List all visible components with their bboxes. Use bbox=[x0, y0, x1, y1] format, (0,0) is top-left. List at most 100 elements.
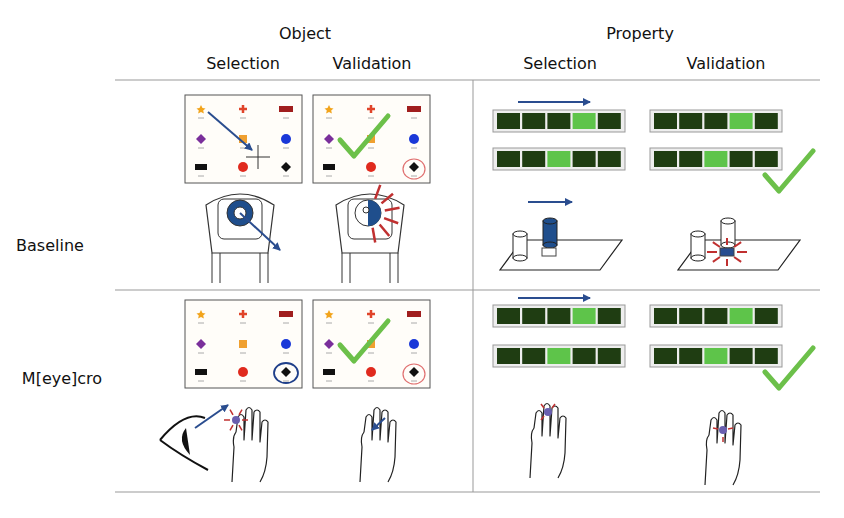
target-tag bbox=[368, 148, 374, 149]
robot-neck bbox=[342, 253, 398, 283]
motion-arrow bbox=[195, 405, 228, 428]
click-burst bbox=[726, 238, 728, 245]
click-burst bbox=[230, 410, 233, 415]
star-target bbox=[325, 310, 334, 319]
slider-cell bbox=[679, 151, 702, 167]
circle-target bbox=[409, 134, 419, 144]
touch-point bbox=[232, 416, 240, 424]
bar-target bbox=[407, 106, 421, 112]
slider-cell bbox=[730, 151, 753, 167]
touch-pad bbox=[720, 248, 734, 256]
motion-arrow bbox=[528, 201, 572, 203]
target-tag bbox=[411, 353, 417, 354]
slider-bar bbox=[493, 345, 625, 367]
slider-bar bbox=[650, 305, 782, 327]
touch-pad bbox=[542, 248, 556, 256]
robot-head bbox=[206, 194, 274, 253]
target-tag bbox=[240, 148, 246, 149]
row-header: Baseline bbox=[16, 236, 84, 255]
hand bbox=[232, 408, 268, 483]
click-burst bbox=[224, 419, 230, 421]
hand bbox=[705, 411, 741, 486]
column-group-header: Object bbox=[279, 24, 331, 43]
bar-target bbox=[279, 311, 293, 317]
target-tag bbox=[198, 323, 204, 324]
table-rule bbox=[115, 492, 820, 493]
touch-point bbox=[544, 408, 552, 416]
slider-cell bbox=[704, 308, 727, 324]
target-tag bbox=[411, 323, 417, 324]
star-target bbox=[197, 310, 206, 319]
circle-target bbox=[238, 162, 248, 172]
bar-target bbox=[323, 164, 335, 170]
touch-point bbox=[719, 426, 727, 434]
target-tag bbox=[283, 176, 289, 177]
target-tag bbox=[283, 148, 289, 149]
slider-cell bbox=[704, 113, 727, 129]
slider-cell bbox=[522, 113, 545, 129]
motion-arrow bbox=[240, 213, 280, 250]
click-burst bbox=[242, 419, 248, 421]
star-target bbox=[325, 105, 334, 114]
slider-cell bbox=[598, 151, 621, 167]
cross-target bbox=[367, 105, 375, 113]
screen-panel bbox=[313, 95, 430, 183]
device-group bbox=[678, 218, 800, 270]
target-tag bbox=[283, 381, 289, 382]
slider-cell bbox=[755, 151, 778, 167]
cross-target bbox=[239, 310, 247, 318]
target-tag bbox=[283, 118, 289, 119]
slider-cell bbox=[755, 308, 778, 324]
slider-cell bbox=[497, 113, 520, 129]
slider-bar bbox=[493, 305, 625, 327]
cylinder-base bbox=[543, 242, 557, 248]
target-tag bbox=[368, 381, 374, 382]
target-tag bbox=[326, 381, 332, 382]
diamond-target bbox=[324, 339, 334, 349]
cylinder-top bbox=[721, 218, 735, 224]
slider-cell bbox=[497, 348, 520, 364]
bar-target bbox=[279, 106, 293, 112]
click-burst bbox=[381, 194, 392, 204]
selection-ring bbox=[403, 159, 425, 179]
target-tag bbox=[198, 118, 204, 119]
slider-bar bbox=[650, 345, 782, 367]
click-burst bbox=[373, 228, 376, 243]
motion-arrow bbox=[208, 112, 252, 150]
slider-cell bbox=[654, 113, 677, 129]
selection-ring bbox=[403, 364, 425, 384]
screen-panel bbox=[185, 300, 302, 388]
column-group-header: Property bbox=[606, 24, 674, 43]
cylinder-body bbox=[721, 221, 735, 245]
slider-cell bbox=[755, 348, 778, 364]
target-tag bbox=[411, 148, 417, 149]
click-burst bbox=[707, 251, 717, 253]
slider-cell bbox=[679, 348, 702, 364]
target-tag bbox=[326, 323, 332, 324]
target-tag bbox=[326, 148, 332, 149]
circle-target bbox=[281, 134, 291, 144]
click-burst bbox=[380, 224, 390, 235]
target-tag bbox=[240, 381, 246, 382]
check-mark bbox=[765, 151, 813, 191]
slider-cell bbox=[573, 308, 596, 324]
slider-cell bbox=[598, 348, 621, 364]
eye-button bbox=[355, 200, 381, 226]
slider-cell bbox=[573, 113, 596, 129]
target-tag bbox=[198, 381, 204, 382]
cylinder-base bbox=[513, 255, 527, 261]
screen-panel bbox=[185, 95, 302, 183]
slider-cell bbox=[654, 151, 677, 167]
target-tag bbox=[368, 323, 374, 324]
slider-cell bbox=[679, 113, 702, 129]
target-tag bbox=[198, 353, 204, 354]
slider-cell bbox=[522, 348, 545, 364]
gaze-ring bbox=[274, 363, 298, 383]
column-header: Validation bbox=[332, 54, 411, 73]
target-tag bbox=[368, 353, 374, 354]
check-mark bbox=[340, 116, 388, 156]
bar-target bbox=[195, 369, 207, 375]
bar-target bbox=[195, 164, 207, 170]
slider-cell bbox=[573, 151, 596, 167]
cylinder-top bbox=[543, 218, 557, 224]
